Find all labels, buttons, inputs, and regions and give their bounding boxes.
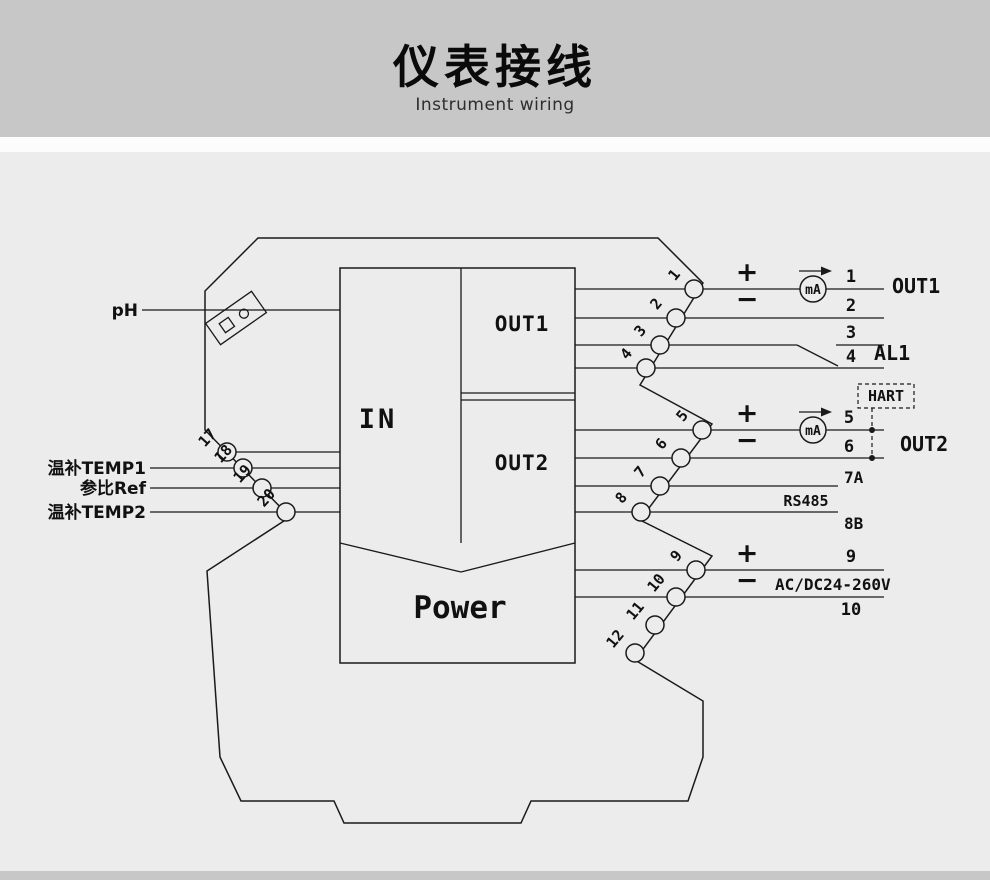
out1-out2-divider <box>461 392 575 401</box>
terminal-number-12: 12 <box>602 626 627 651</box>
temp1-label: 温补TEMP1 <box>48 458 146 479</box>
al1-label: AL1 <box>874 341 910 365</box>
out2-terminal-6-label: 6 <box>844 437 854 457</box>
terminal-9 <box>686 560 706 580</box>
power-plus-sign: + <box>736 538 759 569</box>
out2-section-label: OUT2 <box>495 451 550 475</box>
terminal-number-3: 3 <box>630 322 650 340</box>
ma-meter-out2-icon: mA <box>799 407 832 444</box>
out2-wires <box>690 429 884 459</box>
terminal-number-5: 5 <box>672 407 692 425</box>
module-box: IN OUT1 OUT2 Power <box>339 267 576 664</box>
rs485-label: RS485 <box>783 492 828 510</box>
module-outline <box>204 237 714 824</box>
al1-contact-icon <box>655 344 884 369</box>
rs485-circuit: 7A 8B RS485 <box>650 468 864 533</box>
terminal-18 <box>233 458 253 478</box>
ph-input: pH <box>112 290 340 346</box>
ma-meter-out1-icon: mA <box>799 266 832 303</box>
al1-terminal-3-label: 3 <box>846 323 856 343</box>
footer-band <box>0 871 990 880</box>
hart-box <box>857 383 915 409</box>
al1-circuit: 3 4 AL1 <box>655 323 910 369</box>
power-section-label: Power <box>413 590 506 626</box>
module-box-frame <box>339 267 576 664</box>
terminal-20 <box>276 502 296 522</box>
hart-module: HART <box>857 383 915 461</box>
ph-label: pH <box>112 301 138 321</box>
right-terminals: 1 2 3 4 5 6 7 8 9 10 11 12 <box>602 266 712 663</box>
out1-section-label: OUT1 <box>495 312 550 336</box>
rs485-wires <box>650 485 838 513</box>
in-section-label: IN <box>359 404 398 435</box>
terminal-number-8: 8 <box>611 489 631 507</box>
terminal-2 <box>666 308 686 328</box>
terminal-6 <box>671 448 691 468</box>
svg-text:mA: mA <box>805 283 821 298</box>
out2-circuit: + − mA 5 6 OUT2 <box>690 398 948 459</box>
temp2-label: 温补TEMP2 <box>48 502 146 523</box>
power-minus-sign: − <box>736 565 759 596</box>
out2-minus-sign: − <box>736 425 759 456</box>
out2-terminal-5-label: 5 <box>844 408 854 428</box>
terminal-8 <box>631 502 651 522</box>
terminal-11 <box>645 615 665 635</box>
terminal-number-2: 2 <box>646 295 666 313</box>
out1-wires <box>685 288 884 319</box>
left-input-wires: 温补TEMP1 参比Ref 温补TEMP2 <box>48 458 277 523</box>
terminal-12 <box>625 643 645 663</box>
terminal-10 <box>666 587 686 607</box>
terminal-7 <box>650 476 670 496</box>
terminal-number-9: 9 <box>666 547 686 565</box>
terminal-number-11: 11 <box>622 598 647 623</box>
out1-circuit: + − mA 1 2 OUT1 <box>685 257 940 319</box>
out2-label: OUT2 <box>900 432 948 456</box>
terminal-3 <box>650 335 670 355</box>
terminal-17 <box>217 442 237 462</box>
power-divider <box>339 542 576 573</box>
terminal-19 <box>252 478 272 498</box>
ref-label: 参比Ref <box>80 478 147 499</box>
out1-minus-sign: − <box>736 284 759 315</box>
terminal-number-7: 7 <box>630 463 650 481</box>
svg-text:mA: mA <box>805 424 821 439</box>
power-terminal-10-label: 10 <box>841 600 861 620</box>
out2-plus-sign: + <box>736 398 759 429</box>
header-band: 仪表接线 Instrument wiring <box>0 0 990 137</box>
rs485-terminal-7a-label: 7A <box>844 468 864 487</box>
left-terminals: 17 18 19 20 <box>195 425 296 522</box>
out1-terminal-2-label: 2 <box>846 296 856 316</box>
power-wires <box>685 569 884 598</box>
terminal-number-4: 4 <box>616 345 636 363</box>
acdc-voltage-label: AC/DC24-260V <box>775 575 891 594</box>
al1-terminal-4-label: 4 <box>846 347 856 367</box>
terminal-number-1: 1 <box>664 266 684 284</box>
terminal-number-6: 6 <box>651 435 671 453</box>
internal-wires <box>236 288 693 598</box>
out1-label: OUT1 <box>892 274 940 298</box>
terminal-number-10: 10 <box>643 570 668 595</box>
terminal-number-17: 17 <box>195 425 220 450</box>
ph-connector-icon <box>204 290 268 346</box>
power-circuit: + − 9 10 AC/DC24-260V <box>685 538 891 620</box>
out1-terminal-1-label: 1 <box>846 267 856 287</box>
page-subtitle: Instrument wiring <box>415 94 575 115</box>
power-terminal-9-label: 9 <box>846 547 856 567</box>
terminal-5 <box>692 420 712 440</box>
rs485-terminal-8b-label: 8B <box>844 514 864 533</box>
terminal-1 <box>684 279 704 299</box>
page-title: 仪表接线 <box>393 40 597 94</box>
hart-label: HART <box>868 387 904 405</box>
out1-plus-sign: + <box>736 257 759 288</box>
terminal-4 <box>636 358 656 378</box>
